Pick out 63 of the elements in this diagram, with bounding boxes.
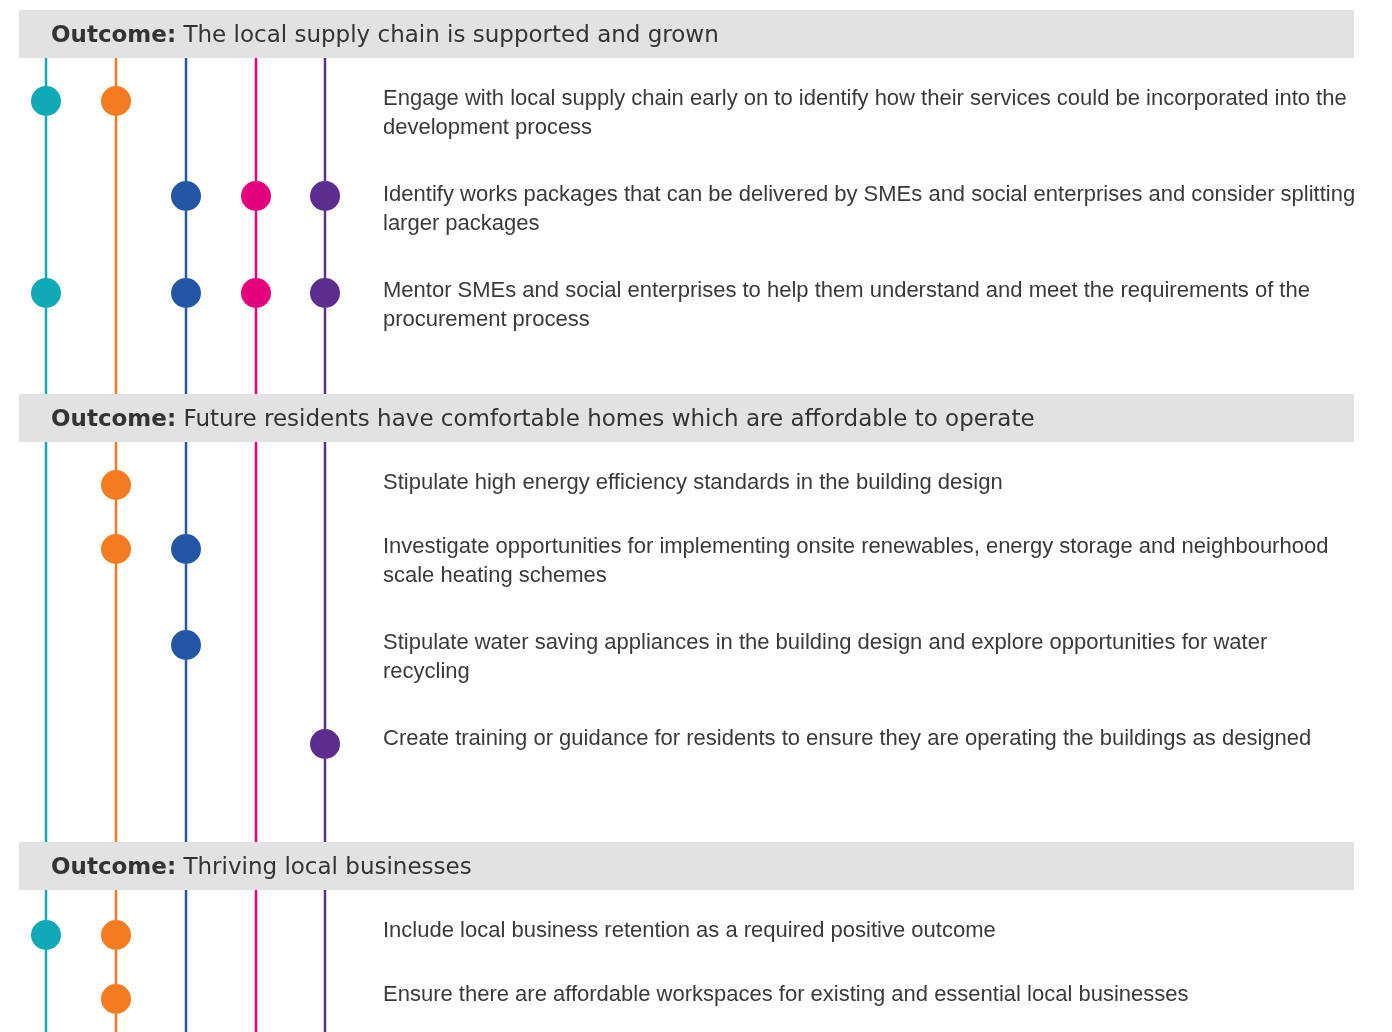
dot-marker — [101, 86, 131, 116]
connector-line — [184, 211, 188, 278]
connector-line — [114, 58, 118, 86]
dot-marker — [310, 278, 340, 308]
connector-line — [114, 564, 118, 842]
action-text: Stipulate high energy efficiency standards in the building design — [383, 468, 1004, 496]
connector-line — [323, 890, 327, 1032]
dot-marker — [171, 278, 201, 308]
connector-line — [184, 308, 188, 394]
outcome-heading: Outcome: Thriving local businesses — [51, 853, 472, 879]
connector-line — [254, 308, 258, 394]
connector-line — [254, 211, 258, 278]
connector-line — [184, 890, 188, 1032]
outcome-band — [19, 394, 1354, 442]
connector-line — [254, 890, 258, 1032]
dot-marker — [101, 920, 131, 950]
dot-marker — [31, 920, 61, 950]
connector-line — [44, 890, 48, 920]
action-text: Stipulate water saving appliances in the building design and explore opportunities for water recycling — [383, 628, 1269, 685]
connector-line — [44, 58, 48, 86]
action-text: Ensure there are affordable workspaces for existing and essential local businesses — [383, 980, 1190, 1008]
action-text: Investigate opportunities for implementing onsite renewables, energy storage and neighbourhood scale heating schemes — [383, 532, 1330, 589]
dot-marker — [101, 534, 131, 564]
dot-marker — [31, 86, 61, 116]
connector-line — [44, 308, 48, 394]
connector-line — [44, 950, 48, 1032]
dot-marker — [241, 278, 271, 308]
connector-line — [114, 950, 118, 984]
dot-marker — [310, 181, 340, 211]
dot-marker — [241, 181, 271, 211]
connector-line — [254, 58, 258, 181]
connector-line — [114, 890, 118, 920]
connector-line — [184, 564, 188, 630]
outcome-heading: Outcome: Future residents have comfortable homes which are affordable to operate — [51, 405, 1035, 431]
action-text: Engage with local supply chain early on to identify how their services could be incorporated into the development process — [383, 84, 1348, 141]
connector-line — [184, 660, 188, 842]
action-text: Identify works packages that can be delivered by SMEs and social enterprises and consider splitting larger packages — [383, 180, 1357, 237]
connector-line — [44, 116, 48, 278]
dot-marker — [171, 630, 201, 660]
dot-marker — [310, 729, 340, 759]
connector-line — [114, 442, 118, 470]
dot-marker — [171, 534, 201, 564]
outcome-band — [19, 842, 1354, 890]
action-text: Mentor SMEs and social enterprises to help them understand and meet the requirements of the procurement process — [383, 276, 1311, 333]
connector-line — [44, 442, 48, 842]
connector-line — [323, 58, 327, 181]
action-text: Create training or guidance for residents to ensure they are operating the buildings as designed — [383, 724, 1313, 752]
connector-line — [184, 58, 188, 181]
connector-line — [254, 442, 258, 842]
connector-line — [323, 211, 327, 278]
dot-marker — [101, 470, 131, 500]
connector-line — [184, 442, 188, 534]
outcome-heading: Outcome: The local supply chain is supported and grown — [51, 21, 719, 47]
connector-line — [114, 500, 118, 534]
dot-marker — [171, 181, 201, 211]
connector-line — [323, 442, 327, 729]
connector-line — [323, 308, 327, 394]
action-text: Include local business retention as a required positive outcome — [383, 916, 997, 944]
dot-marker — [31, 278, 61, 308]
connector-line — [323, 759, 327, 842]
dot-marker — [101, 984, 131, 1014]
outcome-band — [19, 10, 1354, 58]
connector-line — [114, 116, 118, 394]
